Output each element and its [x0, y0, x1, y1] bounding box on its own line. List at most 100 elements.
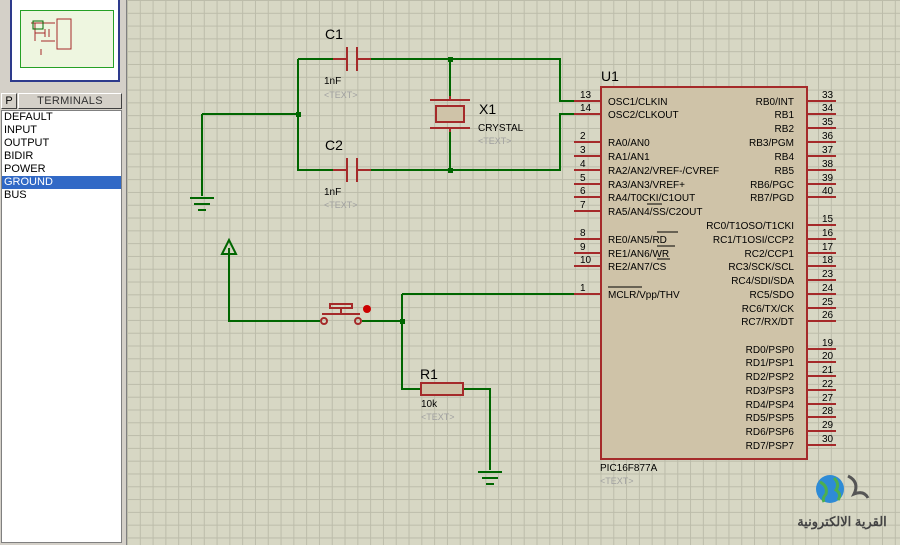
wires[interactable] — [201, 58, 601, 470]
pin-number: 35 — [822, 117, 834, 128]
pin-number: 37 — [822, 145, 834, 156]
pin-number: 17 — [822, 242, 834, 253]
schematic-canvas[interactable]: C1 1nF <TEXT> C2 1nF <TEXT> X1 CRYSTAL <… — [127, 0, 900, 545]
u1-right-pins: 33RB0/INT34RB135RB236RB3/PGM37RB438RB539… — [706, 90, 836, 452]
pin-name: RD1/PSP1 — [746, 358, 795, 369]
pin-number: 24 — [822, 283, 834, 294]
pin-number: 34 — [822, 103, 834, 114]
watermark-graphic: القرية الالكترونية — [797, 474, 887, 530]
power-terminal[interactable] — [220, 237, 238, 255]
push-button-switch[interactable] — [320, 303, 362, 325]
r1-value: 10k — [421, 399, 438, 410]
wire-caps-ground — [201, 113, 298, 196]
r1-ref: R1 — [420, 366, 438, 382]
pin-number: 33 — [822, 90, 834, 101]
terminal-item-default[interactable]: DEFAULT — [4, 111, 53, 123]
c2-text: <TEXT> — [324, 200, 358, 210]
pin-name: RC7/RX/DT — [741, 317, 794, 328]
pin-number: 3 — [580, 145, 586, 156]
crystal-x1[interactable] — [430, 96, 470, 132]
ground-terminal-2[interactable] — [478, 471, 502, 485]
terminals-title: TERMINALS — [18, 93, 122, 109]
u1-ref: U1 — [601, 68, 619, 84]
c1-ref: C1 — [325, 26, 343, 42]
capacitor-c2[interactable] — [333, 158, 371, 182]
pin-name: RC6/TX/CK — [742, 304, 795, 315]
pin-name: RC3/SCK/SCL — [728, 262, 794, 273]
pin-name: RC5/SDO — [750, 290, 795, 301]
terminal-item-ground[interactable]: GROUND — [2, 176, 121, 189]
wire-r1-ground — [463, 388, 491, 470]
pin-name: RE2/AN7/CS — [608, 262, 667, 273]
pin-name: RA0/AN0 — [608, 138, 650, 149]
pin-number: 6 — [580, 186, 586, 197]
pin-number: 23 — [822, 269, 834, 280]
overview-viewport[interactable] — [20, 10, 114, 68]
pin-name: OSC2/CLKOUT — [608, 110, 679, 121]
u1-left-pins: 13OSC1/CLKIN14OSC2/CLKOUT2RA0/AN03RA1/AN… — [574, 90, 719, 301]
pin-number: 2 — [580, 131, 586, 142]
pin-name: RD5/PSP5 — [746, 413, 795, 424]
c2-value: 1nF — [324, 187, 341, 198]
overview-window[interactable] — [10, 0, 120, 82]
switch-actuator-icon[interactable] — [363, 305, 371, 313]
r1-text: <TEXT> — [421, 412, 455, 422]
pin-name: RE0/AN5/RD — [608, 235, 667, 246]
pin-name: RD3/PSP3 — [746, 386, 795, 397]
pin-name: RB4 — [775, 152, 795, 163]
pin-number: 19 — [822, 338, 834, 349]
pin-name: RB0/INT — [756, 97, 794, 108]
pin-number: 20 — [822, 351, 834, 362]
c1-value: 1nF — [324, 76, 341, 87]
pin-number: 36 — [822, 131, 834, 142]
pin-name: RD0/PSP0 — [746, 345, 795, 356]
pin-number: 18 — [822, 255, 834, 266]
wire-power-switch — [228, 254, 320, 322]
pin-name: OSC1/CLKIN — [608, 97, 667, 108]
pin-number: 1 — [580, 283, 586, 294]
terminal-item-output[interactable]: OUTPUT — [4, 137, 50, 149]
pin-name: RD4/PSP4 — [746, 400, 795, 411]
pin-name: RB2 — [775, 124, 795, 135]
c2-ref: C2 — [325, 137, 343, 153]
pin-number: 25 — [822, 297, 834, 308]
x1-text: <TEXT> — [478, 136, 512, 146]
pin-name: RD2/PSP2 — [746, 372, 795, 383]
pin-number: 28 — [822, 406, 834, 417]
pin-name: RA4/T0CKI/C1OUT — [608, 193, 695, 204]
watermark: القرية الالكترونية — [788, 472, 896, 532]
junctions — [296, 57, 453, 324]
pin-number: 13 — [580, 90, 592, 101]
schematic-drawing[interactable]: C1 1nF <TEXT> C2 1nF <TEXT> X1 CRYSTAL <… — [127, 0, 900, 545]
pin-number: 29 — [822, 420, 834, 431]
pin-number: 40 — [822, 186, 834, 197]
capacitor-c1[interactable] — [333, 47, 371, 71]
pin-name: RE1/AN6/WR — [608, 249, 669, 260]
pin-name: RA3/AN3/VREF+ — [608, 180, 685, 191]
pin-name: RC0/T1OSO/T1CKI — [706, 221, 794, 232]
pin-number: 15 — [822, 214, 834, 225]
resistor-r1[interactable] — [420, 382, 464, 396]
pin-name: RD7/PSP7 — [746, 441, 795, 452]
overview-frame — [0, 0, 126, 88]
pin-number: 22 — [822, 379, 834, 390]
pin-name: RB6/PGC — [750, 180, 794, 191]
terminal-item-bidir[interactable]: BIDIR — [4, 150, 34, 162]
ground-terminal-1[interactable] — [190, 197, 214, 211]
terminal-item-input[interactable]: INPUT — [4, 124, 37, 136]
pin-number: 10 — [580, 255, 592, 266]
u1-part: PIC16F877A — [600, 463, 658, 474]
pin-name: RB3/PGM — [749, 138, 794, 149]
pin-number: 38 — [822, 159, 834, 170]
pin-name: RC2/CCP1 — [745, 249, 795, 260]
terminal-item-bus[interactable]: BUS — [4, 189, 27, 201]
c1-text: <TEXT> — [324, 90, 358, 100]
ic-u1[interactable]: 13OSC1/CLKIN14OSC2/CLKOUT2RA0/AN03RA1/AN… — [574, 86, 836, 460]
mode-p-button[interactable]: P — [1, 93, 17, 109]
overview-thumbnail-icon — [31, 18, 72, 55]
pin-name: RB1 — [775, 110, 795, 121]
pin-number: 14 — [580, 103, 592, 114]
pin-name: MCLR/Vpp/THV — [608, 290, 680, 301]
terminal-item-power[interactable]: POWER — [4, 163, 46, 175]
